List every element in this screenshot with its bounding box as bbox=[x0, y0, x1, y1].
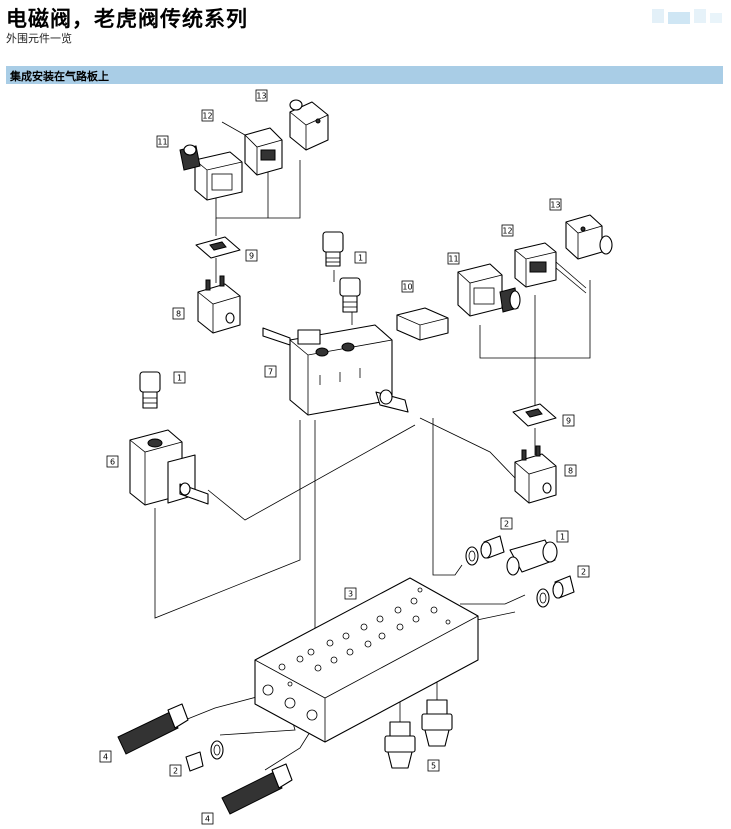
svg-text:11: 11 bbox=[448, 255, 458, 264]
callout-8-left: 8 bbox=[172, 307, 185, 320]
callout-3: 3 bbox=[344, 587, 357, 600]
connector-housing-11-left bbox=[179, 144, 243, 201]
callout-12-top-left: 12 bbox=[201, 109, 214, 122]
manifold-plate-3 bbox=[254, 577, 479, 743]
display-connector-12-right bbox=[514, 242, 587, 294]
plug-2-top bbox=[480, 535, 505, 559]
svg-text:13: 13 bbox=[550, 201, 560, 210]
page-subtitle: 外围元件一览 bbox=[6, 32, 72, 45]
svg-text:4: 4 bbox=[205, 815, 210, 824]
connector-housing-11-right bbox=[457, 263, 521, 317]
callout-6: 6 bbox=[106, 455, 119, 468]
svg-text:11: 11 bbox=[157, 138, 167, 147]
svg-text:12: 12 bbox=[502, 227, 512, 236]
svg-text:5: 5 bbox=[431, 762, 436, 771]
silencer-4-bottom bbox=[221, 763, 293, 815]
callout-11-right: 11 bbox=[447, 252, 460, 265]
seal-ring-2-top bbox=[465, 546, 479, 566]
callout-11-top-left: 11 bbox=[156, 135, 169, 148]
section-bar: 集成安装在气路板上 bbox=[6, 66, 723, 84]
callout-1-side: 1 bbox=[556, 530, 569, 543]
fitting-5-left bbox=[384, 721, 416, 769]
callout-9-left: 9 bbox=[245, 249, 258, 262]
callout-4-top: 4 bbox=[99, 750, 112, 763]
callout-2-top: 2 bbox=[500, 517, 513, 530]
seal-ring-2-bottom bbox=[185, 740, 224, 772]
display-connector-12-left bbox=[221, 121, 283, 176]
svg-text:9: 9 bbox=[566, 417, 571, 426]
callout-13-top-left: 13 bbox=[255, 89, 268, 102]
callout-2-right: 2 bbox=[577, 565, 590, 578]
push-fitting-1-upper-b bbox=[339, 277, 361, 313]
svg-text:2: 2 bbox=[504, 520, 509, 529]
svg-text:6: 6 bbox=[110, 458, 115, 467]
callout-13-right: 13 bbox=[549, 198, 562, 211]
svg-text:12: 12 bbox=[202, 112, 212, 121]
svg-text:3: 3 bbox=[348, 590, 353, 599]
svg-text:8: 8 bbox=[176, 310, 181, 319]
svg-text:1: 1 bbox=[560, 533, 565, 542]
svg-text:1: 1 bbox=[177, 374, 182, 383]
svg-text:8: 8 bbox=[568, 467, 573, 476]
svg-text:13: 13 bbox=[256, 92, 266, 101]
callout-7: 7 bbox=[264, 365, 277, 378]
svg-text:1: 1 bbox=[358, 254, 363, 263]
fitting-5-right bbox=[421, 699, 453, 747]
plug-2-right bbox=[552, 575, 575, 599]
callout-2-bottom: 2 bbox=[169, 764, 182, 777]
silencer-4-top bbox=[117, 703, 189, 755]
callout-1-upper: 1 bbox=[354, 251, 367, 264]
svg-text:4: 4 bbox=[103, 753, 108, 762]
svg-text:9: 9 bbox=[249, 252, 254, 261]
svg-text:10: 10 bbox=[402, 283, 412, 292]
callout-4-bottom: 4 bbox=[201, 812, 214, 825]
callout-1-left: 1 bbox=[173, 371, 186, 384]
label-plate-10 bbox=[396, 307, 449, 341]
section-label: 集成安装在气路板上 bbox=[10, 70, 109, 83]
svg-text:7: 7 bbox=[268, 368, 273, 377]
page-title: 电磁阀，老虎阀传统系列 bbox=[6, 7, 248, 31]
callout-12-right: 12 bbox=[501, 224, 514, 237]
push-fitting-1-upper-a bbox=[322, 231, 344, 267]
solenoid-coil-8-right bbox=[514, 445, 557, 504]
callout-5: 5 bbox=[427, 759, 440, 772]
seal-ring-2-right bbox=[536, 588, 550, 608]
seal-plate-9-left bbox=[195, 236, 241, 259]
svg-text:2: 2 bbox=[173, 767, 178, 776]
push-fitting-1-side bbox=[506, 539, 558, 576]
callout-9-right: 9 bbox=[562, 414, 575, 427]
callout-10: 10 bbox=[401, 280, 414, 293]
valve-body-6 bbox=[129, 429, 209, 506]
faded-logo bbox=[652, 9, 722, 24]
callout-8-right: 8 bbox=[564, 464, 577, 477]
connector-13-right bbox=[565, 214, 613, 260]
valve-body-7 bbox=[262, 324, 409, 416]
push-fitting-1-left bbox=[139, 371, 161, 409]
leader-lines bbox=[154, 160, 591, 771]
svg-text:2: 2 bbox=[581, 568, 586, 577]
seal-plate-9-right bbox=[512, 403, 557, 427]
solenoid-coil-8-left bbox=[197, 275, 241, 334]
connector-13-left bbox=[289, 99, 329, 151]
